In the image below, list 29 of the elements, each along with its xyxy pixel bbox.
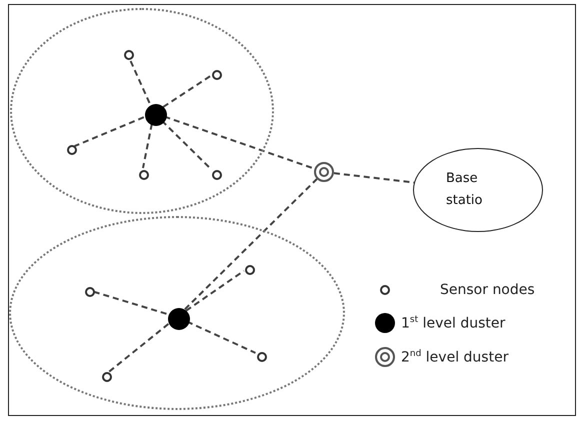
connector-line	[161, 120, 212, 170]
cluster-head-node	[145, 104, 167, 126]
sensor-node	[257, 352, 267, 362]
legend-label: 2$^{nd}$ level duster	[401, 348, 508, 366]
connector-line	[108, 323, 170, 373]
sensor-node	[245, 265, 255, 275]
connector-line	[184, 178, 318, 310]
sensor-node	[139, 170, 149, 180]
legend-label: 1$^{st}$ level duster	[401, 314, 506, 332]
connector-line	[162, 74, 212, 108]
connector-line	[142, 124, 153, 168]
connector-line	[74, 116, 144, 147]
cluster-boundary	[9, 216, 345, 410]
sensor-node	[124, 50, 134, 60]
sensor-node	[85, 287, 95, 297]
connector-line	[334, 172, 414, 184]
sensor-node	[67, 145, 77, 155]
sensor-node	[212, 170, 222, 180]
cluster-head-node	[168, 308, 190, 330]
sensor-node	[212, 70, 222, 80]
connector-line	[164, 116, 315, 170]
connector-line	[92, 290, 167, 315]
node-label: Base statio	[446, 170, 484, 210]
connector-line	[185, 270, 244, 312]
sensor-node	[102, 372, 112, 382]
legend-label: Sensor nodes	[440, 282, 535, 298]
cluster-boundary	[10, 8, 274, 214]
second-level-cluster-node	[314, 162, 334, 182]
connector-line	[186, 320, 256, 354]
